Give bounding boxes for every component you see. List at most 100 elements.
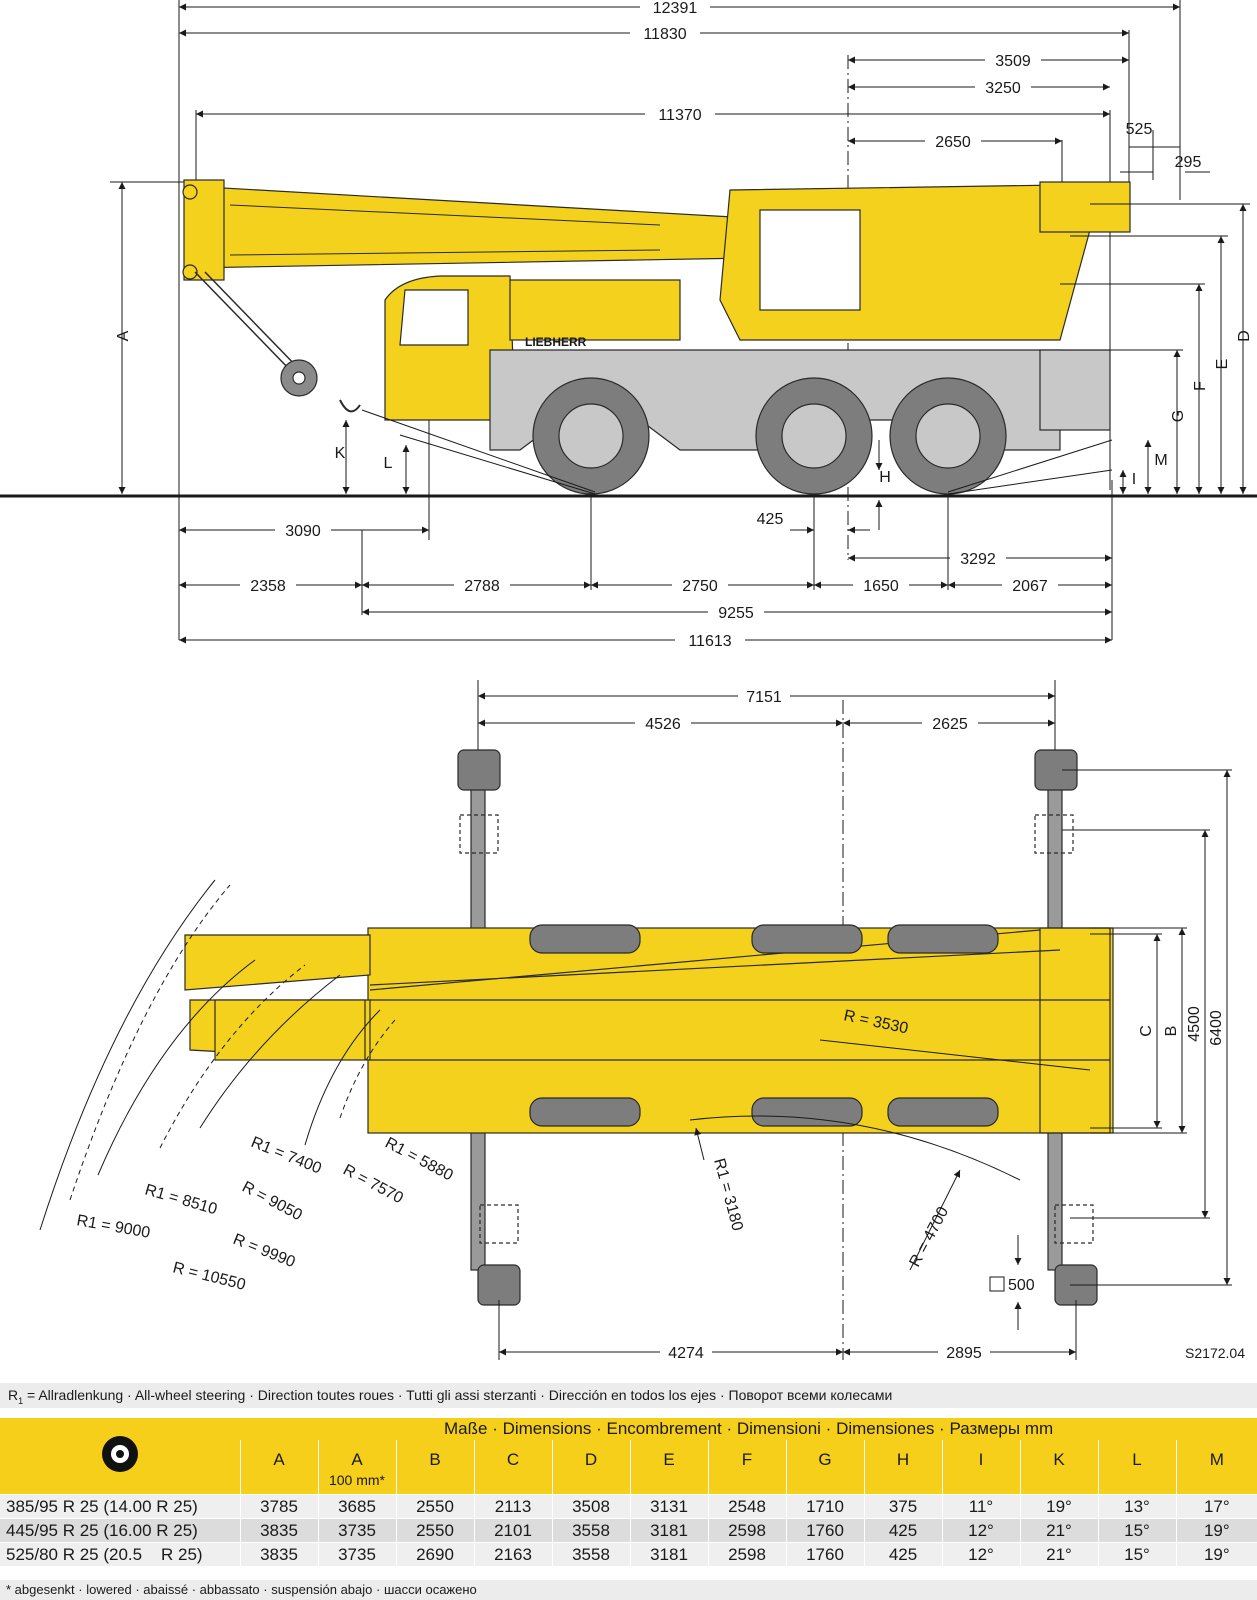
label-M: M xyxy=(1154,452,1167,469)
cell: 21° xyxy=(1019,1542,1098,1566)
radius-10550: R = 10550 xyxy=(171,1259,247,1293)
col-D: D xyxy=(551,1440,630,1495)
square-500-label: 500 xyxy=(1008,1277,1035,1294)
cell: 3181 xyxy=(629,1518,708,1543)
cell: 1710 xyxy=(785,1494,864,1519)
dim-12391: 12391 xyxy=(653,0,698,17)
col-I: I xyxy=(941,1440,1020,1495)
cell: 3131 xyxy=(629,1494,708,1519)
cell: 2113 xyxy=(473,1494,552,1519)
dim-3509: 3509 xyxy=(995,53,1031,70)
note-symbol-sub: 1 xyxy=(18,1395,24,1406)
radius-9990: R = 9990 xyxy=(231,1231,298,1271)
table-row: 525/80 R 25 (20.5 R 25) 3835 3735 2690 2… xyxy=(0,1542,1257,1566)
cell: 2690 xyxy=(395,1542,474,1566)
cell: 2163 xyxy=(473,1542,552,1566)
col-E: E xyxy=(629,1440,708,1495)
cell: 11° xyxy=(941,1494,1020,1519)
cell: 17° xyxy=(1175,1494,1257,1519)
dim-1650: 1650 xyxy=(863,578,899,595)
cell: 3558 xyxy=(551,1542,630,1566)
col-L: L xyxy=(1097,1440,1176,1495)
footer-note: * abgesenkt · lowered · abaissé · abbass… xyxy=(0,1580,1257,1600)
label-A: A xyxy=(115,330,132,341)
tire-size: 385/95 R 25 (14.00 R 25) xyxy=(0,1494,240,1519)
dim-9255: 9255 xyxy=(718,605,754,622)
dim-2067: 2067 xyxy=(1012,578,1048,595)
cell: 425 xyxy=(863,1542,942,1566)
cell: 19° xyxy=(1175,1542,1257,1566)
cell: 3835 xyxy=(239,1518,318,1543)
cell: 1760 xyxy=(785,1542,864,1566)
col-M: M xyxy=(1175,1440,1257,1495)
cell: 375 xyxy=(863,1494,942,1519)
dim-6400: 6400 xyxy=(1208,1010,1225,1046)
cell: 15° xyxy=(1097,1518,1176,1543)
label-K: K xyxy=(335,445,346,462)
radius-7570: R = 7570 xyxy=(340,1162,406,1208)
cell: 19° xyxy=(1019,1494,1098,1519)
cell: 15° xyxy=(1097,1542,1176,1566)
dim-2895: 2895 xyxy=(946,1345,982,1362)
cell: 3558 xyxy=(551,1518,630,1543)
note-symbol: R xyxy=(8,1387,19,1403)
side-view-drawing: 12391 11830 3509 3250 11370 525 2650 295… xyxy=(0,0,1257,650)
outriggers xyxy=(457,749,1098,1306)
cell: 3735 xyxy=(317,1542,396,1566)
col-H: H xyxy=(863,1440,942,1495)
label-D: D xyxy=(1236,330,1253,342)
col-C: C xyxy=(473,1440,552,1495)
label-E: E xyxy=(1214,359,1231,370)
note-text: = Allradlenkung · All-wheel steering · D… xyxy=(23,1387,893,1403)
cell: 425 xyxy=(863,1518,942,1543)
label-G: G xyxy=(1170,410,1187,422)
cell: 12° xyxy=(941,1542,1020,1566)
dim-425: 425 xyxy=(757,511,784,528)
dim-3250: 3250 xyxy=(985,80,1021,97)
cell: 3735 xyxy=(317,1518,396,1543)
dim-525: 525 xyxy=(1126,121,1153,138)
cell: 2550 xyxy=(395,1518,474,1543)
cell: 2598 xyxy=(707,1518,786,1543)
label-C: C xyxy=(1138,1025,1155,1037)
label-B: B xyxy=(1163,1026,1180,1037)
steering-note: R1 = Allradlenkung · All-wheel steering … xyxy=(0,1383,1257,1408)
dim-2750: 2750 xyxy=(682,578,718,595)
col-K: K xyxy=(1019,1440,1098,1495)
dimensions-table: Maße · Dimensions · Encombrement · Dimen… xyxy=(0,1418,1257,1566)
dim-2625: 2625 xyxy=(932,716,968,733)
radius-r1-9000: R1 = 9000 xyxy=(75,1212,151,1242)
table-row: 445/95 R 25 (16.00 R 25) 3835 3735 2550 … xyxy=(0,1518,1257,1543)
dim-2358: 2358 xyxy=(250,578,286,595)
cell: 2548 xyxy=(707,1494,786,1519)
tire-icon-cell xyxy=(0,1418,240,1495)
radius-r1-8510: R1 = 8510 xyxy=(143,1182,219,1219)
cell: 13° xyxy=(1097,1494,1176,1519)
col-G: G xyxy=(785,1440,864,1495)
brand-logo: LIEBHERR xyxy=(525,335,587,349)
dim-295: 295 xyxy=(1175,154,1202,171)
cell: 12° xyxy=(941,1518,1020,1543)
radius-r1-5880: R1 = 5880 xyxy=(382,1135,456,1185)
dim-4500: 4500 xyxy=(1186,1006,1203,1042)
dim-2650: 2650 xyxy=(935,134,971,151)
dim-2788: 2788 xyxy=(464,578,500,595)
label-F: F xyxy=(1192,381,1209,391)
col-A-100-letter: A xyxy=(351,1450,363,1469)
dim-3090: 3090 xyxy=(285,523,321,540)
top-view-drawing: 7151 4526 2625 xyxy=(39,680,1245,1362)
radius-r1-3180: R1 = 3180 xyxy=(710,1157,746,1233)
cell: 19° xyxy=(1175,1518,1257,1543)
dim-4526: 4526 xyxy=(645,716,681,733)
radius-r1-7400: R1 = 7400 xyxy=(249,1134,324,1178)
dim-11613: 11613 xyxy=(688,633,731,650)
cell: 3785 xyxy=(239,1494,318,1519)
label-H: H xyxy=(879,469,891,486)
col-F: F xyxy=(707,1440,786,1495)
dim-7151: 7151 xyxy=(746,689,782,706)
radius-4700: R = 4700 xyxy=(907,1204,953,1270)
tire-icon xyxy=(101,1435,138,1472)
cell: 2550 xyxy=(395,1494,474,1519)
